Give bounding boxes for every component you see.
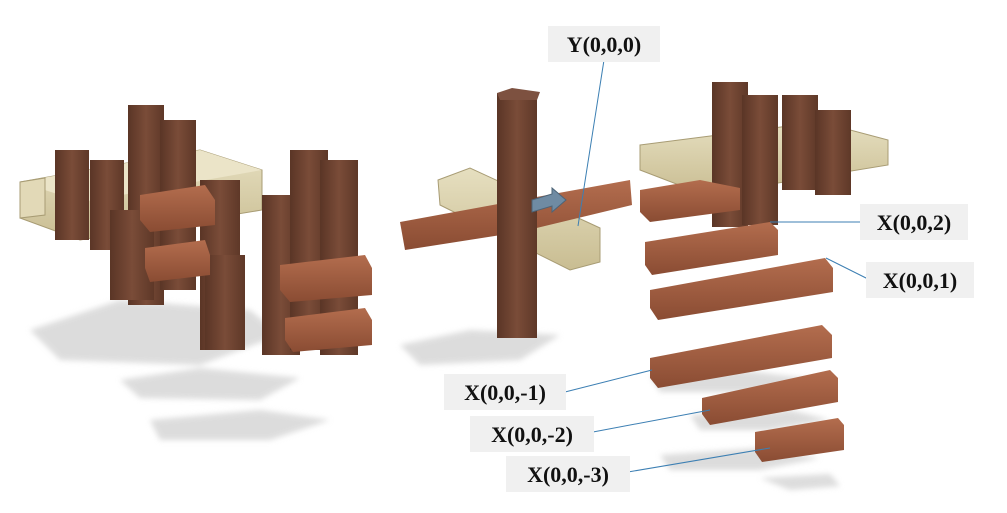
exploded-top-assembly [639, 82, 889, 227]
bar-x-p1 [650, 258, 833, 320]
bar-x-m1 [650, 325, 832, 388]
bar-x-p2 [645, 222, 778, 275]
bar-x-m3 [755, 418, 844, 462]
label-x-m3-text: X(0,0,-3) [527, 462, 609, 487]
direction-arrow-icon [531, 186, 567, 214]
exploded-bars [645, 222, 844, 462]
label-x-p2: X(0,0,2) [860, 204, 968, 240]
bar-x-m2 [702, 370, 838, 425]
assembled-puzzle-middle [262, 150, 372, 355]
center-y-piece [400, 88, 632, 338]
assembled-puzzle-left [19, 105, 263, 350]
label-x-p2-text: X(0,0,2) [877, 210, 952, 235]
label-x-m2-text: X(0,0,-2) [491, 422, 573, 447]
label-x-p1: X(0,0,1) [866, 262, 974, 298]
label-x-p1-text: X(0,0,1) [883, 268, 958, 293]
label-y-center-text: Y(0,0,0) [567, 32, 642, 57]
label-y-center: Y(0,0,0) [548, 26, 660, 62]
label-x-m3: X(0,0,-3) [506, 456, 630, 492]
label-x-m2: X(0,0,-2) [470, 416, 594, 452]
label-x-m1: X(0,0,-1) [444, 374, 566, 410]
label-x-m1-text: X(0,0,-1) [464, 380, 546, 405]
leader-lines [564, 59, 871, 473]
